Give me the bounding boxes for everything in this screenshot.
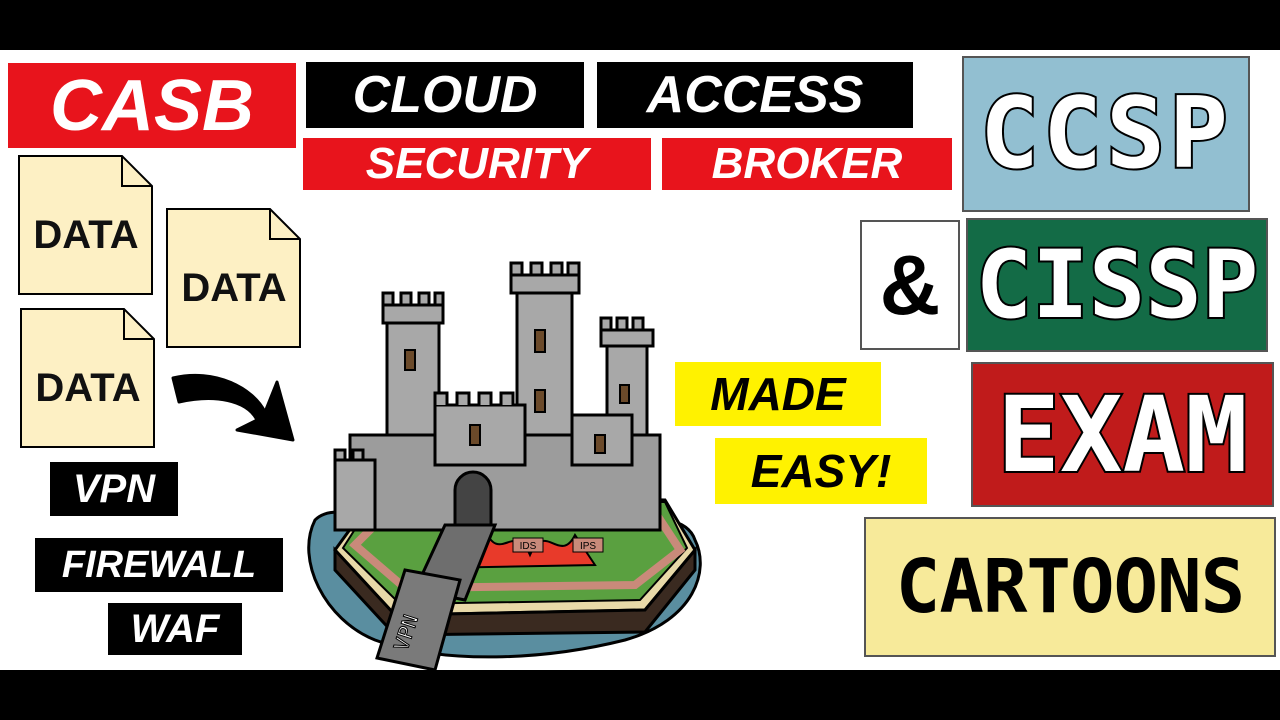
casb-title: CASB bbox=[8, 63, 296, 148]
document-label: DATA bbox=[181, 266, 287, 310]
data-document-2: DATA bbox=[166, 208, 302, 348]
castle-illustration: IDS IPS VPN bbox=[307, 261, 702, 670]
cissp-text: CISSP bbox=[974, 229, 1261, 342]
ids-label: IDS bbox=[520, 541, 537, 552]
security-label: SECURITY bbox=[303, 138, 651, 190]
curved-arrow-icon bbox=[171, 373, 295, 442]
document-icon bbox=[166, 208, 301, 348]
data-document-3: DATA bbox=[20, 308, 156, 448]
document-icon bbox=[18, 155, 153, 295]
vpn-tunnel bbox=[375, 568, 462, 670]
ccsp-badge: CCSP bbox=[962, 56, 1250, 212]
ccsp-text: CCSP bbox=[978, 75, 1232, 193]
made-label: MADE bbox=[675, 362, 881, 426]
cloud-label: CLOUD bbox=[306, 62, 584, 128]
data-document-1: DATA bbox=[18, 155, 154, 295]
cissp-badge: CISSP bbox=[966, 218, 1268, 352]
broker-label: BROKER bbox=[662, 138, 952, 190]
easy-label: EASY! bbox=[715, 438, 927, 504]
document-label: DATA bbox=[33, 213, 139, 257]
exam-badge: EXAM bbox=[971, 362, 1274, 507]
cartoons-text: CARTOONS bbox=[895, 544, 1245, 630]
castle-gate bbox=[453, 470, 493, 532]
ampersand-badge: & bbox=[860, 220, 960, 350]
access-label: ACCESS bbox=[597, 62, 913, 128]
cartoons-badge: CARTOONS bbox=[864, 517, 1276, 657]
waf-label: WAF bbox=[108, 603, 242, 655]
ips-label: IPS bbox=[580, 541, 596, 552]
vpn-label: VPN bbox=[50, 462, 178, 516]
document-icon bbox=[20, 308, 155, 448]
firewall-label: FIREWALL bbox=[35, 538, 283, 592]
exam-text: EXAM bbox=[995, 372, 1249, 498]
thumbnail-canvas: CASB CLOUD ACCESS SECURITY BROKER DATA D… bbox=[0, 50, 1280, 670]
document-label: DATA bbox=[35, 366, 141, 410]
ampersand-text: & bbox=[879, 237, 941, 332]
